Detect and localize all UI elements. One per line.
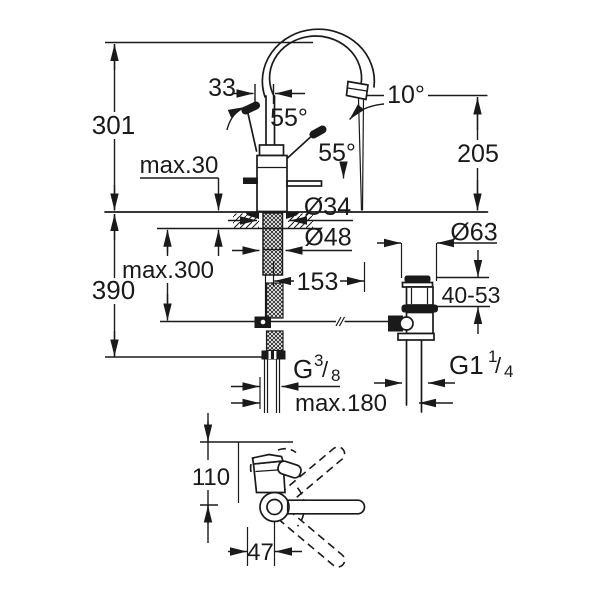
dim-max30: max.30: [140, 152, 219, 179]
mounting-shank: [262, 212, 284, 276]
spout-arc-inner: [268, 35, 363, 98]
angle-55-right: 55°: [318, 139, 356, 167]
waste-upper-body: [405, 286, 434, 306]
lever-tilted-left: [246, 108, 258, 152]
supply-hose-upper: [265, 282, 284, 319]
supply-hose-lower: [265, 330, 284, 352]
thread-g38-numerator: 3: [314, 351, 323, 370]
plan-body-outer: [259, 491, 290, 523]
waste-seal-ring: [401, 304, 438, 313]
base-wedge-right: [286, 211, 301, 219]
lever-knob-left: [241, 101, 260, 115]
thread-g114-prefix: G1: [449, 350, 484, 380]
lever-tilted-right: [286, 132, 316, 159]
handle-side-view: [286, 180, 323, 187]
angle-10: 10°: [387, 81, 425, 109]
water-stream-line-1: [357, 97, 363, 211]
dim-40-53: 40-53: [442, 282, 501, 308]
thread-g38-slash: /: [322, 357, 329, 382]
lever-knob-right: [309, 125, 327, 139]
dim-max300: max.300: [122, 257, 214, 284]
dim-47: 47: [247, 539, 274, 566]
dim-max180: max.180: [295, 390, 387, 417]
plan-aerator: [277, 460, 302, 479]
faucet-side-view: [160, 28, 389, 413]
rod-break-2: [338, 316, 346, 327]
spout-stub-left: [243, 177, 258, 184]
angle-55-left: 55°: [270, 104, 308, 132]
pop-up-waste: [388, 275, 438, 413]
waste-cap: [404, 275, 431, 283]
thread-g38-prefix: G: [293, 354, 313, 384]
thread-g114-denominator: 4: [504, 362, 513, 381]
cartridge-cap: [258, 144, 285, 157]
dimension-lines: [110, 44, 497, 556]
aerator-seam: [347, 87, 368, 92]
dim-301: 301: [92, 110, 135, 140]
dimension-labels: 301 390 max.300 max.30 33 55° 55° 10° 20…: [92, 74, 514, 566]
thread-g114-slash: /: [495, 353, 502, 378]
dim-390: 390: [92, 275, 135, 305]
faucet-plan-view: [200, 441, 366, 568]
dim-110: 110: [192, 464, 230, 491]
thread-g38: G 3 / 8: [293, 351, 340, 385]
faucet-body: [256, 154, 288, 213]
thread-g114: G1 1 / 4: [449, 347, 513, 381]
rod-clamp: [388, 315, 403, 332]
dim-dia63: Ø63: [450, 219, 497, 247]
hose-fitting: [261, 350, 286, 360]
plan-spout-dash-right: [277, 447, 297, 454]
rod-ball-joint: [399, 316, 414, 331]
fitting-gap-2: [274, 351, 277, 359]
dim-153: 153: [297, 268, 339, 296]
fitting-gap-1: [268, 351, 271, 359]
waste-collar: [397, 332, 435, 341]
dim-dia48: Ø48: [304, 224, 351, 252]
rod-break-1: [335, 316, 342, 327]
dim-dia34: Ø34: [304, 193, 351, 221]
rod-connector-pin: [260, 319, 266, 325]
plan-body-inner: [266, 498, 283, 516]
aerator: [345, 80, 369, 101]
plan-spout-dash-left: [249, 457, 255, 473]
spout-arc-outer: [261, 28, 376, 98]
thread-g114-numerator: 1: [488, 347, 497, 366]
dim-33: 33: [208, 74, 236, 102]
dim-205: 205: [457, 140, 499, 168]
water-stream-line-2: [361, 97, 365, 211]
thread-g38-denominator: 8: [331, 366, 340, 385]
